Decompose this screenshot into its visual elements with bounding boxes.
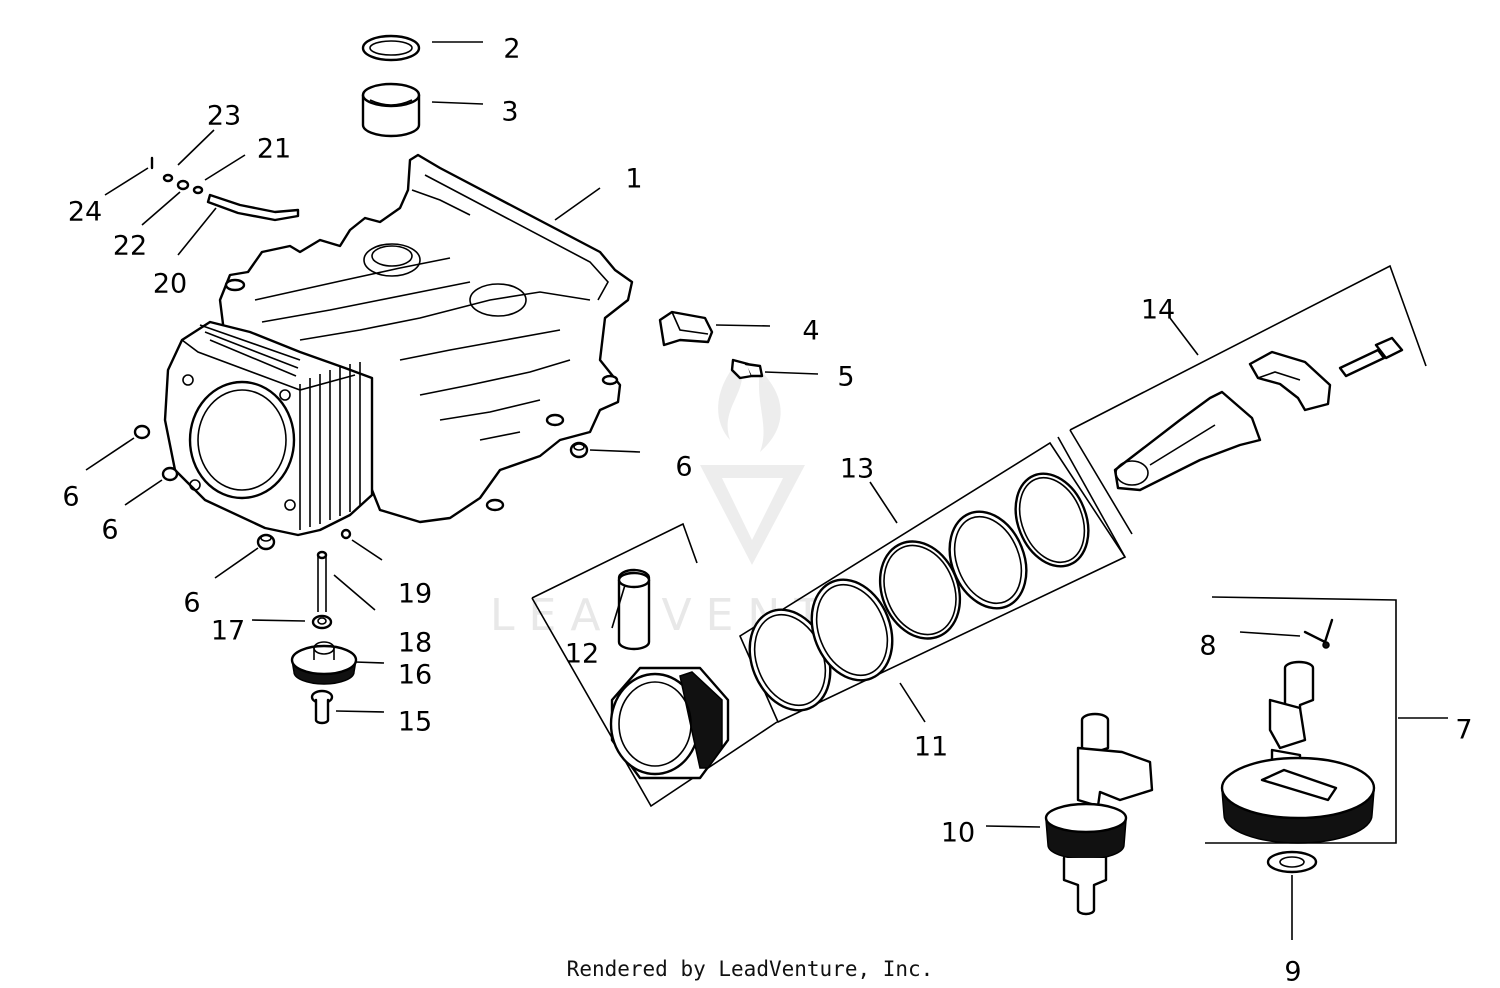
- watermark-flame-icon: [718, 365, 743, 440]
- callout-c15: 15: [398, 707, 432, 738]
- part-23-oring: [162, 173, 174, 183]
- part-22-washer: [176, 179, 190, 191]
- part-14-rod-bolt: [1338, 336, 1404, 378]
- part-6-dowel-a: [569, 441, 589, 459]
- part-2-ring: [361, 34, 421, 62]
- part-18-shaft: [316, 550, 328, 612]
- part-9-washer: [1266, 850, 1318, 874]
- part-13-ring-2: [948, 510, 1028, 610]
- part-7-camshaft: [1220, 660, 1376, 844]
- callout-c17: 17: [211, 616, 245, 647]
- callout-c5: 5: [837, 362, 854, 393]
- part-4-bracket: [658, 310, 714, 347]
- part-19-ball: [340, 528, 352, 540]
- part-5-screw: [730, 358, 764, 380]
- part-13-ring-3: [1014, 472, 1090, 568]
- part-10-crankshaft: [1044, 712, 1154, 916]
- part-1-crankcase: [163, 153, 634, 537]
- part-16-gear: [290, 641, 358, 685]
- callout-c4: 4: [802, 316, 819, 347]
- leader-lines: [85, 41, 1448, 940]
- callout-c6a: 6: [675, 452, 692, 483]
- callout-c3: 3: [501, 97, 518, 128]
- callout-c21: 21: [257, 134, 291, 165]
- piston: [609, 666, 730, 780]
- watermark-flame-right-icon: [758, 370, 781, 452]
- callout-c6b: 6: [62, 482, 79, 513]
- callout-c16: 16: [398, 660, 432, 691]
- callout-c22: 22: [113, 231, 147, 262]
- callout-c10: 10: [941, 818, 975, 849]
- callout-c24: 24: [68, 197, 102, 228]
- part-14-connecting-rod: [1113, 350, 1332, 492]
- piston-group-box: [531, 264, 1427, 808]
- callout-c11: 11: [914, 732, 948, 763]
- callout-c6d: 6: [183, 588, 200, 619]
- part-11-ring-2: [810, 578, 894, 682]
- part-3-sleeve: [361, 82, 421, 138]
- part-6-dowel-d: [256, 533, 276, 551]
- callout-c8: 8: [1199, 631, 1216, 662]
- callout-c9: 9: [1284, 957, 1301, 988]
- part-6-dowel-b: [133, 424, 151, 440]
- callout-c6c: 6: [101, 515, 118, 546]
- callout-c2: 2: [503, 34, 520, 65]
- callout-c18: 18: [398, 628, 432, 659]
- part-6-dowel-c: [161, 466, 179, 482]
- part-12-wrist-pin: [617, 568, 651, 651]
- callout-c14: 14: [1141, 295, 1175, 326]
- part-15-pin: [310, 689, 334, 725]
- callout-c19: 19: [398, 579, 432, 610]
- callout-c13: 13: [840, 454, 874, 485]
- part-21-clip: [192, 185, 204, 195]
- callout-c7: 7: [1455, 715, 1472, 746]
- callout-c1: 1: [625, 164, 642, 195]
- credit-text: Rendered by LeadVenture, Inc.: [567, 957, 934, 981]
- callout-c12: 12: [565, 639, 599, 670]
- part-17-washer: [311, 614, 333, 630]
- callout-c20: 20: [153, 269, 187, 300]
- part-8-pin: [1303, 618, 1334, 649]
- part-20-tube: [206, 193, 300, 222]
- callout-c23: 23: [207, 101, 241, 132]
- watermark-v-icon: [700, 465, 805, 565]
